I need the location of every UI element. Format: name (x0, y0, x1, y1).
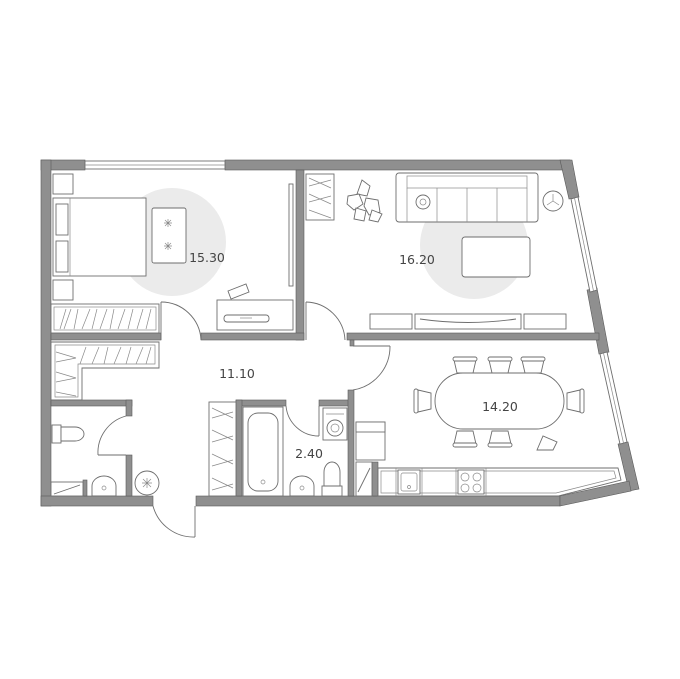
pillow-bottom (55, 240, 69, 273)
coffee-table (461, 236, 531, 278)
bed-rug (151, 207, 187, 264)
fridge (355, 461, 373, 497)
boiler (50, 481, 84, 497)
bedroom-area-label: 15.30 (189, 250, 225, 265)
star-decoration (164, 219, 172, 250)
interior-walls (50, 169, 600, 497)
kitchen-counter (377, 467, 622, 497)
kitchen (355, 356, 622, 497)
corner-wardrobe (50, 341, 160, 401)
bedroom (50, 173, 294, 334)
bath-sink (289, 475, 315, 497)
toilet (51, 424, 85, 444)
bathroom (242, 406, 348, 497)
wc-sink (91, 475, 117, 497)
living-room (305, 172, 567, 330)
bed (52, 197, 147, 277)
windows (84, 160, 628, 445)
sofa (395, 172, 539, 223)
tv-stand (369, 313, 567, 330)
floor-lamp (542, 190, 564, 212)
armchair (355, 421, 386, 461)
wc (50, 424, 160, 497)
sliding-door-panel (288, 183, 294, 287)
bath-toilet (321, 461, 343, 497)
doors (97, 301, 391, 538)
desk (216, 283, 294, 331)
hall (50, 341, 237, 497)
pillow-top (55, 203, 69, 236)
nightstand-top (52, 173, 74, 195)
wardrobe-bedroom (50, 303, 160, 334)
washing-machine (322, 407, 348, 441)
floor-drain (134, 470, 160, 496)
living-area-label: 16.20 (399, 252, 435, 267)
plant (346, 179, 383, 223)
entry-wardrobe (208, 401, 237, 497)
kitchen-area-label: 14.20 (482, 399, 518, 414)
dining-set (413, 356, 585, 451)
bath-area-label: 2.40 (295, 446, 323, 461)
bathtub (242, 406, 284, 497)
nightstand-bottom (52, 279, 74, 301)
hall-area-label: 11.10 (219, 366, 255, 381)
wardrobe-living (305, 173, 335, 221)
